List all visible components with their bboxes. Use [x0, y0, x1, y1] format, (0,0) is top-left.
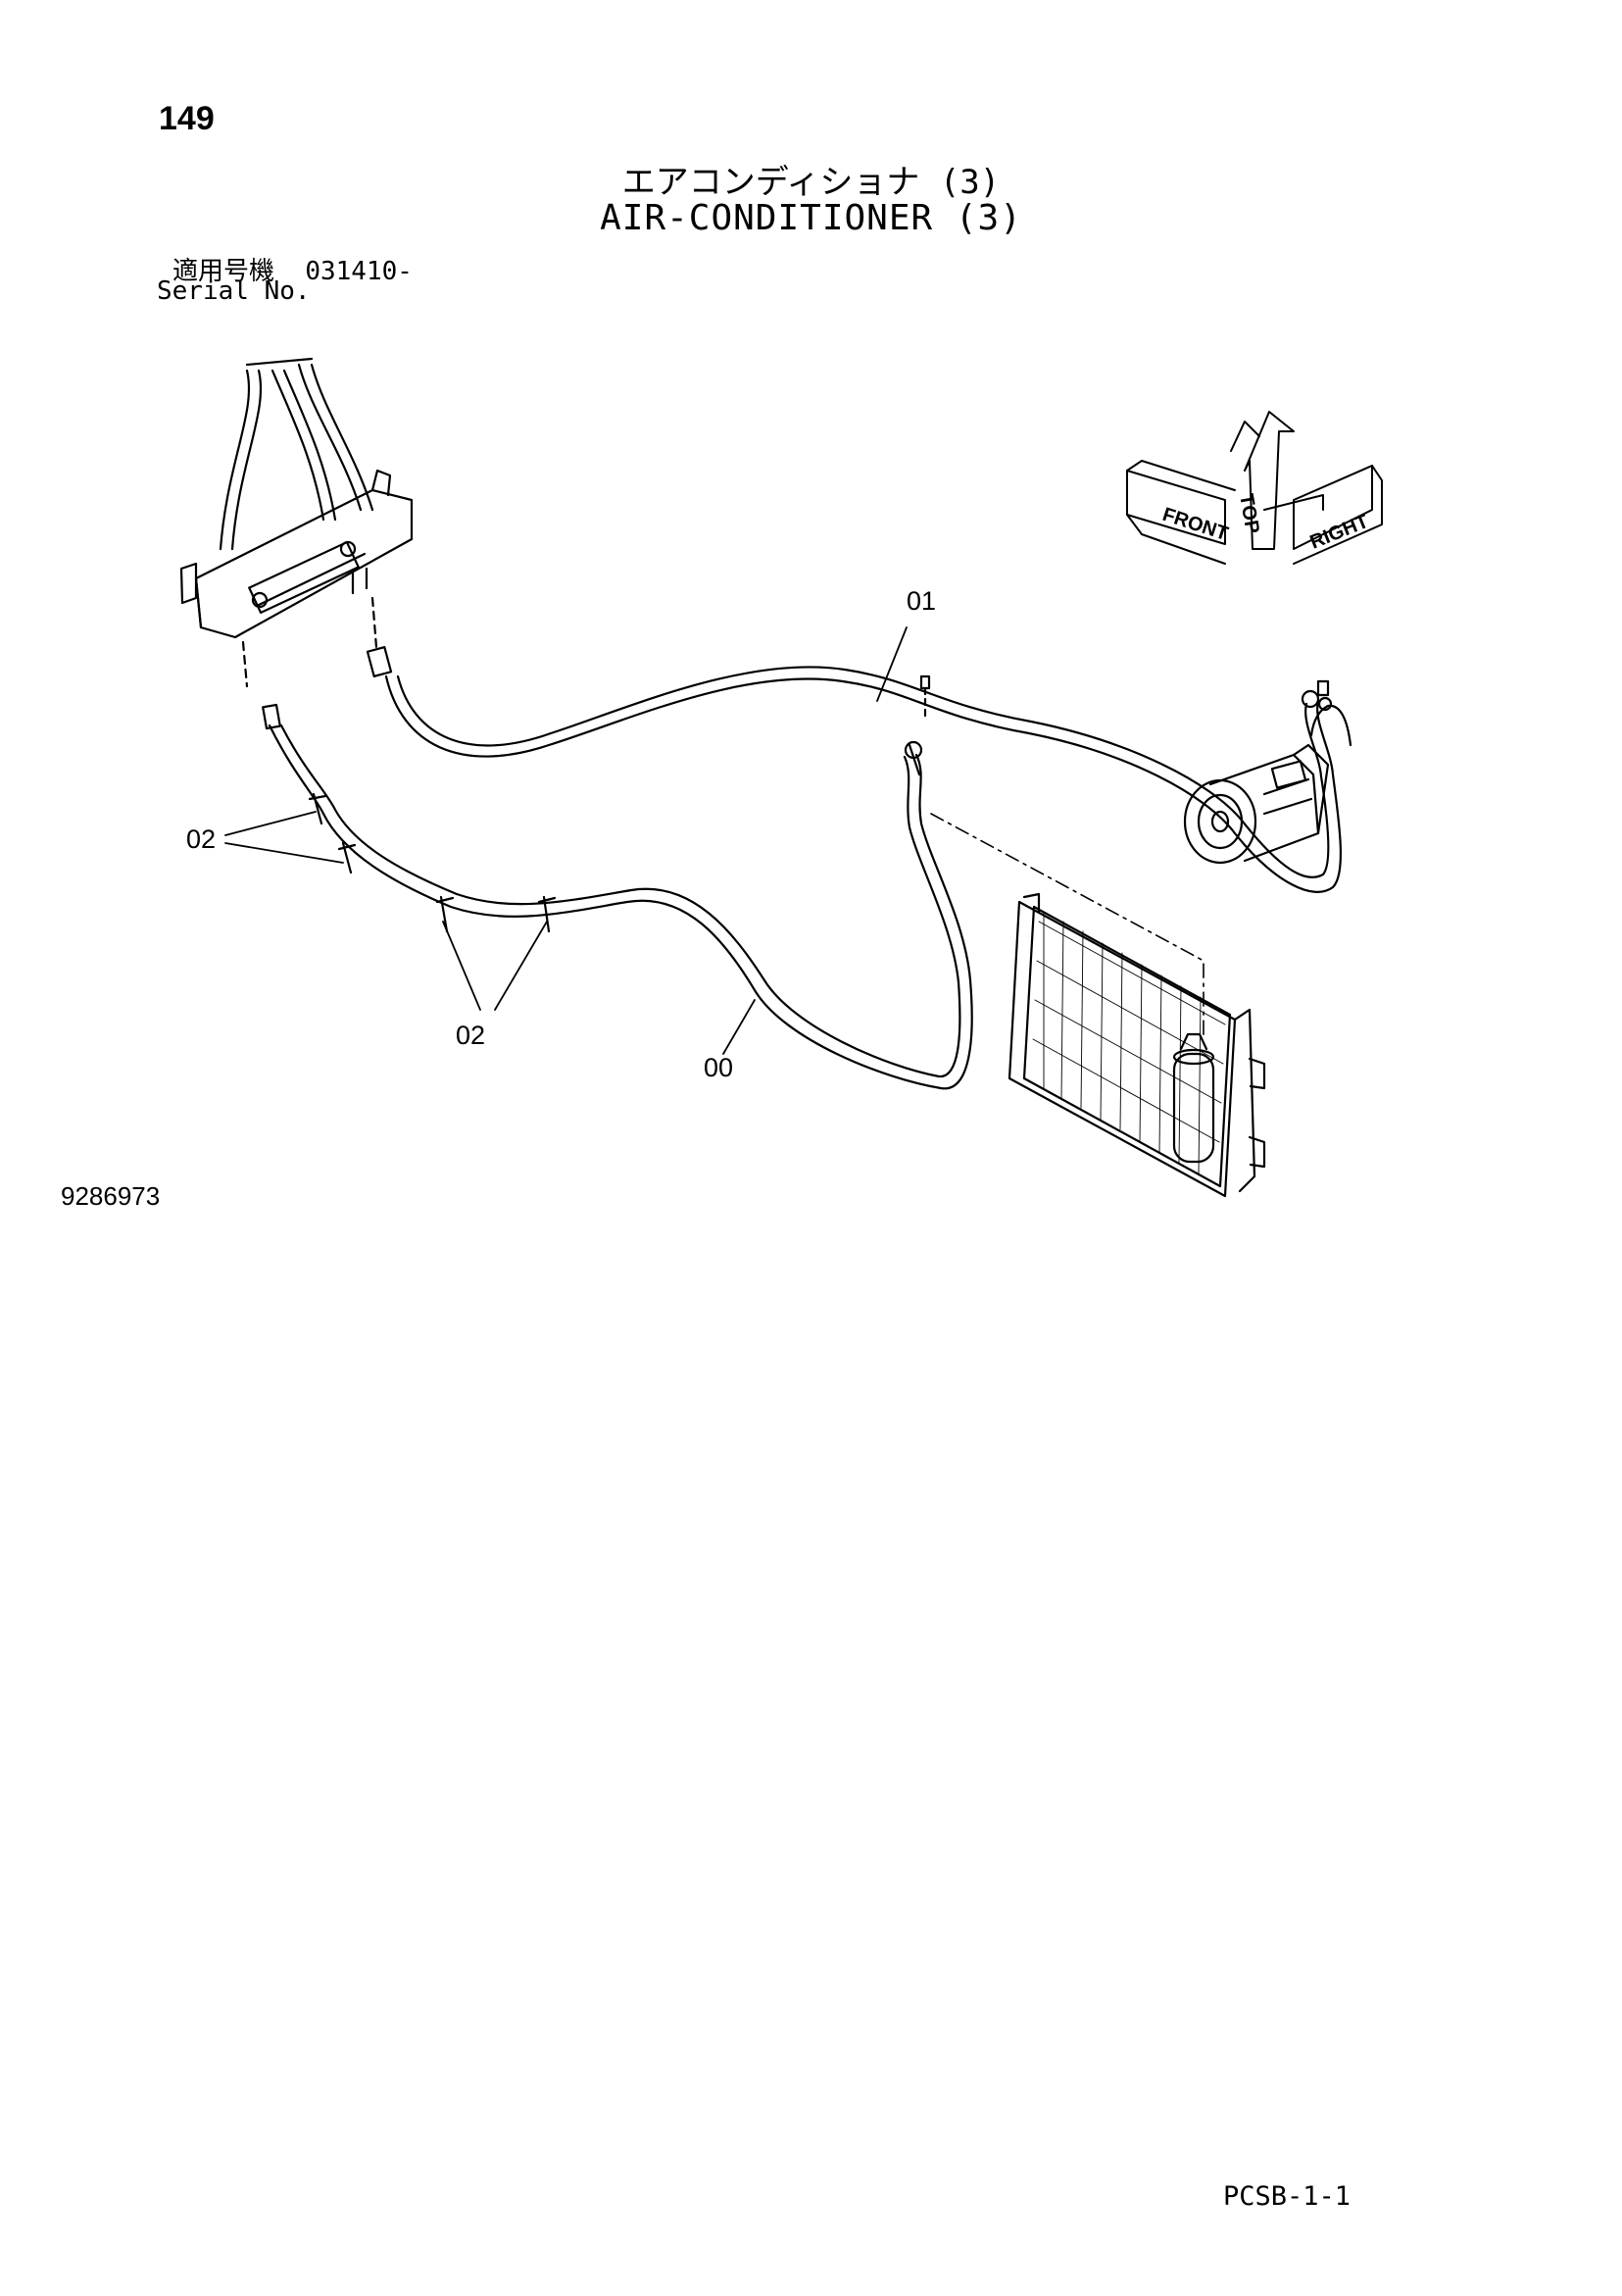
orientation-right-label: RIGHT	[1307, 511, 1372, 554]
hose-00	[268, 724, 973, 1090]
hose-01	[384, 666, 1342, 893]
page-title-japanese: エアコンディショナ (3)	[621, 163, 1001, 202]
orientation-top-label: TOP	[1235, 492, 1263, 535]
callout-clip-02-upper: 02	[186, 824, 216, 854]
callout-hose-00: 00	[704, 1053, 733, 1082]
compressor	[1183, 743, 1330, 865]
suction-hose	[1309, 696, 1352, 747]
receiver-drier	[1172, 1032, 1215, 1164]
page-title: AIR-CONDITIONER (3)	[600, 198, 1022, 238]
footer-code: PCSB-1-1	[1223, 2181, 1352, 2212]
serial-label-japanese: 適用号機	[172, 257, 275, 286]
clips-02	[308, 792, 557, 933]
page-number: 149	[159, 100, 215, 137]
document-number: 9286973	[61, 1181, 161, 1211]
condenser	[1008, 892, 1266, 1198]
serial-value: 031410-	[305, 257, 413, 286]
bolt	[919, 674, 931, 718]
serial-label: Serial No.	[157, 276, 311, 306]
upper-pipe-group	[219, 357, 374, 551]
orientation-front-label: FRONT	[1159, 504, 1230, 545]
orientation-indicator	[1126, 411, 1383, 565]
callout-hose-01: 01	[907, 586, 936, 616]
bracket-fittings	[241, 596, 393, 730]
mounting-bracket	[179, 469, 414, 639]
leader-lines	[224, 626, 908, 1055]
callout-clip-02-lower: 02	[456, 1021, 485, 1050]
serial-line-japanese: 適用号機 031410-	[172, 251, 413, 287]
